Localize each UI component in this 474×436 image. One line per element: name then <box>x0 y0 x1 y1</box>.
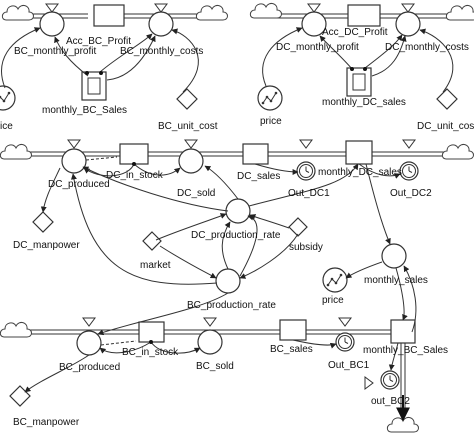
bc-monthly-costs-node[interactable] <box>148 11 174 37</box>
label-dc-sales: DC_sales <box>237 171 280 182</box>
label-price-mid: price <box>322 295 344 306</box>
price-lookup-icon <box>0 85 16 111</box>
dc-sold-node[interactable] <box>178 148 204 174</box>
clock-icon <box>399 161 419 181</box>
cloud-icon <box>1 4 34 21</box>
cloud-icon <box>249 2 282 19</box>
label-bc-in-stock: BC_in_stock <box>122 347 179 358</box>
label-out-dc1: Out_DC1 <box>288 188 330 199</box>
label-out-bc1: Out_BC1 <box>328 360 370 371</box>
monthly-bc-sales-stock[interactable] <box>390 319 416 344</box>
label-bc-sales: BC_sales <box>270 344 313 355</box>
label-bc-manpower: BC_manpower <box>13 417 80 428</box>
label-dc-monthly-profit: DC_monthly_profit <box>276 42 359 53</box>
monthly-dc-sales-stock[interactable] <box>345 140 373 165</box>
clock-icon <box>335 332 355 352</box>
label-out-dc2: Out_DC2 <box>390 188 432 199</box>
label-bc-produced: BC_produced <box>59 362 120 373</box>
cloud-icon <box>0 321 32 338</box>
link-dots <box>85 67 367 344</box>
label-bc-monthly-costs: BC_monthly_costs <box>120 46 203 57</box>
price-lookup-icon <box>322 267 348 293</box>
dc-sales-stock[interactable] <box>242 143 269 165</box>
bc-production-rate-node[interactable] <box>215 268 241 294</box>
label-bc-sold: BC_sold <box>196 361 234 372</box>
acc-bc-profit-stock[interactable] <box>93 4 125 27</box>
label-dc-sold: DC_sold <box>177 188 215 199</box>
label-acc-dc-profit: Acc_DC_Profit <box>322 27 388 38</box>
clock-icon <box>296 161 316 181</box>
label-monthly-sales: monthly_sales <box>364 275 428 286</box>
cloud-icon <box>441 143 474 160</box>
label-subsidy: subsidy <box>289 242 323 253</box>
bc-monthly-profit-node[interactable] <box>39 11 65 37</box>
labels: ice BC_monthly_profit Acc_BC_Profit BC_m… <box>0 27 474 428</box>
dc-produced-node[interactable] <box>61 148 87 174</box>
label-dc-monthly-costs: DC_monthly_costs <box>385 42 469 53</box>
bc-in-stock-stock[interactable] <box>138 321 165 343</box>
label-bc-unit-cost: BC_unit_cost <box>158 121 218 132</box>
label-dc-produced: DC_produced <box>48 179 110 190</box>
label-dc-manpower: DC_manpower <box>13 240 80 251</box>
clock-icon <box>380 370 400 390</box>
label-out-bc2: out_BC2 <box>371 396 410 407</box>
label-acc-bc-profit: Acc_BC_Profit <box>66 36 131 47</box>
cloud-icon <box>0 143 32 160</box>
market-diamond[interactable] <box>142 231 162 251</box>
cloud-icon <box>445 4 474 21</box>
label-dc-in-stock: DC_in_stock <box>106 170 164 181</box>
price-lookup-icon <box>257 85 283 111</box>
dc-unit-cost-diamond[interactable] <box>436 88 458 110</box>
cloud-icon <box>195 4 228 21</box>
monthly-sales-node[interactable] <box>381 243 407 269</box>
label-market: market <box>140 260 171 271</box>
bc-manpower-diamond[interactable] <box>9 385 31 407</box>
dc-monthly-costs-node[interactable] <box>395 11 421 37</box>
valve-icons <box>45 3 416 390</box>
bc-produced-node[interactable] <box>76 330 102 356</box>
monthly-bc-sales-inner <box>87 77 101 95</box>
dc-in-stock-stock[interactable] <box>119 143 149 165</box>
dc-manpower-diamond[interactable] <box>32 211 54 233</box>
causal-links <box>1 27 454 393</box>
label-bc-monthly-profit: BC_monthly_profit <box>14 46 96 57</box>
dc-monthly-profit-node[interactable] <box>301 11 327 37</box>
label-price-top: price <box>260 116 282 127</box>
label-monthly-bc-sales: monthly_BC_Sales <box>42 105 127 116</box>
label-bc-production-rate: BC_production_rate <box>187 300 276 311</box>
delay-links <box>85 156 137 346</box>
label-price-ice: ice <box>0 121 13 132</box>
monthly-dc-sales-inner <box>352 73 366 91</box>
acc-dc-profit-stock[interactable] <box>347 4 381 27</box>
bc-sales-stock[interactable] <box>279 319 307 341</box>
bc-sold-node[interactable] <box>197 329 223 355</box>
dc-production-rate-node[interactable] <box>225 198 251 224</box>
label-dc-unit-cost: DC_unit_cost <box>417 121 474 132</box>
subsidy-diamond[interactable] <box>288 217 308 237</box>
label-monthly-bc-sales2: monthly_BC_Sales <box>363 345 448 356</box>
bc-unit-cost-diamond[interactable] <box>176 88 198 110</box>
label-dc-production-rate: DC_production_rate <box>191 230 281 241</box>
label-monthly-dc-sales: monthly_DC_sales <box>322 97 406 108</box>
label-monthly-dc-sales2: monthly_DC_sales <box>318 167 402 178</box>
